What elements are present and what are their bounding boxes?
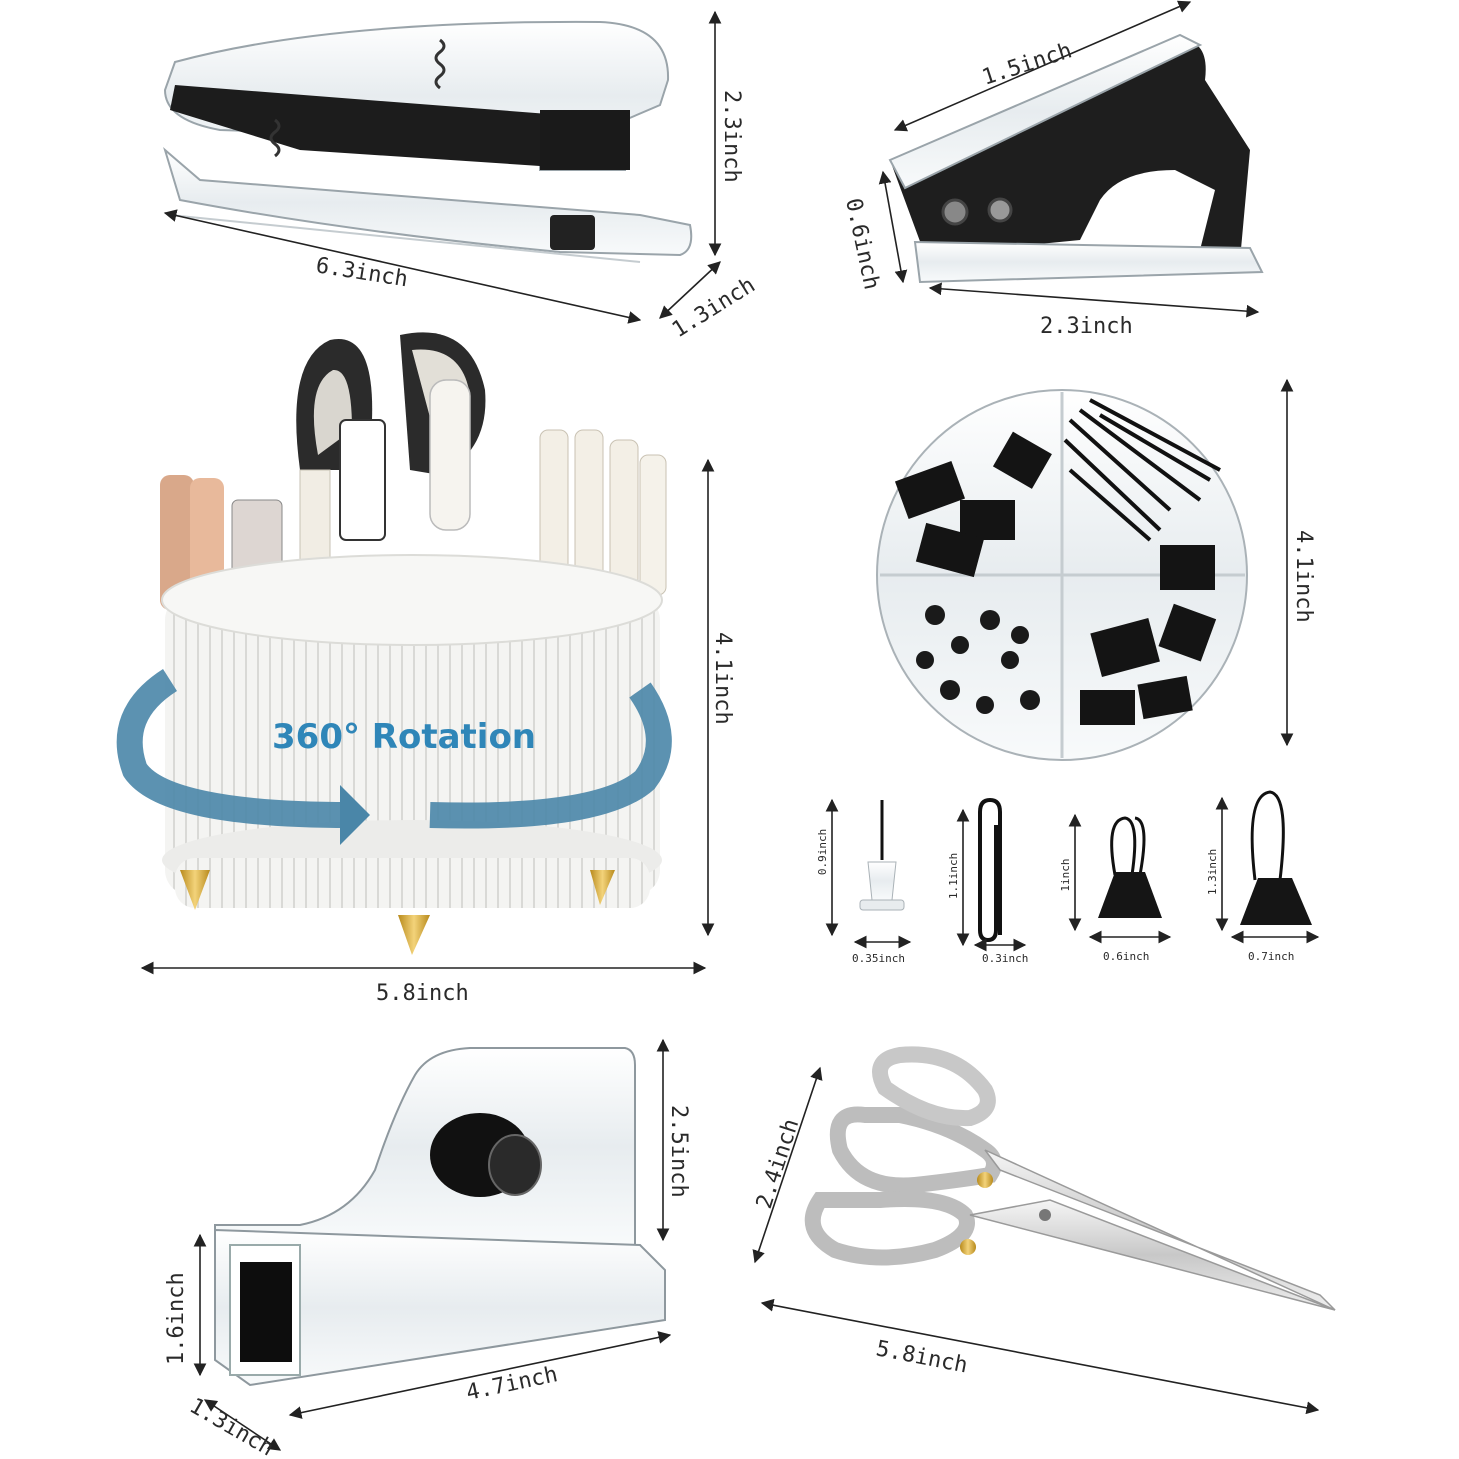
remover-width-arrow xyxy=(893,0,1192,132)
tape-front-height-label: 1.6inch xyxy=(164,1272,189,1365)
push-pin xyxy=(859,800,905,911)
remover-length-arrow xyxy=(928,282,1260,318)
clip-width-label: 0.3inch xyxy=(982,952,1028,965)
tape-roll xyxy=(430,1113,542,1197)
organizer-height-label: 4.1inch xyxy=(710,632,735,725)
large-binder-width-label: 0.7inch xyxy=(1248,950,1294,963)
scissors-length-arrow xyxy=(760,1298,1320,1415)
stapler-depth-arrow xyxy=(659,261,721,319)
large-binder-height-label: 1.3inch xyxy=(1206,849,1219,895)
small-binder-width-label: 0.6inch xyxy=(1103,950,1149,963)
small-binder-clip xyxy=(1098,816,1162,918)
stapler-depth-label: 1.3inch xyxy=(668,273,760,343)
remover-length-label: 2.3inch xyxy=(1040,314,1133,339)
tape-length-arrow xyxy=(288,1331,672,1419)
organizer-width-label: 5.8inch xyxy=(376,981,469,1006)
stapler xyxy=(163,20,693,263)
remover-width-label: 1.5inch xyxy=(979,38,1075,90)
remover-height-arrow xyxy=(878,170,908,284)
stapler-width-arrow xyxy=(163,209,642,324)
tray-diameter-label: 4.1inch xyxy=(1291,530,1316,623)
large-binder-clip xyxy=(1240,790,1312,925)
scissors-length-label: 5.8inch xyxy=(874,1336,970,1378)
scissors-height-arrow xyxy=(752,1066,823,1264)
clip-height-label: 1.1inch xyxy=(947,853,960,899)
small-binder-height-label: 1inch xyxy=(1059,858,1072,891)
pin-height-label: 0.9inch xyxy=(816,829,829,875)
clip-tray xyxy=(876,389,1248,761)
tape-depth-arrow xyxy=(203,1399,282,1451)
pin-width-label: 0.35inch xyxy=(852,952,905,965)
tape-depth-label: 1.3inch xyxy=(185,1394,278,1459)
rotation-label: 360° Rotation xyxy=(272,717,536,757)
staple-remover xyxy=(888,33,1264,284)
rotating-organizer xyxy=(116,332,672,955)
remover-height-label: 0.6inch xyxy=(840,196,884,292)
tape-dispenser xyxy=(214,1047,666,1387)
stapler-height-label: 2.3inch xyxy=(719,90,744,183)
scissors-height-label: 2.4inch xyxy=(752,1116,804,1212)
stapler-width-label: 6.3inch xyxy=(314,253,409,292)
paper-clip xyxy=(978,797,1002,943)
tape-height-label: 2.5inch xyxy=(666,1105,691,1198)
scissors xyxy=(804,1046,1336,1311)
